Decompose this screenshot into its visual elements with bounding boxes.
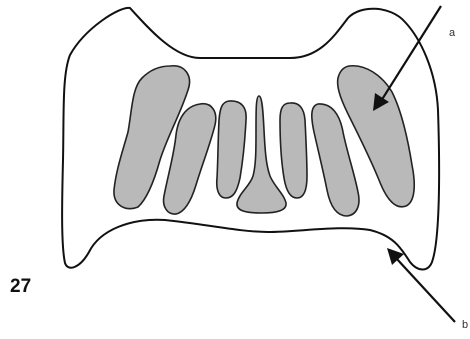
pointer-b-label: b xyxy=(462,319,468,331)
pointer-a-label: a xyxy=(449,27,456,39)
figure-number: 27 xyxy=(10,276,31,297)
